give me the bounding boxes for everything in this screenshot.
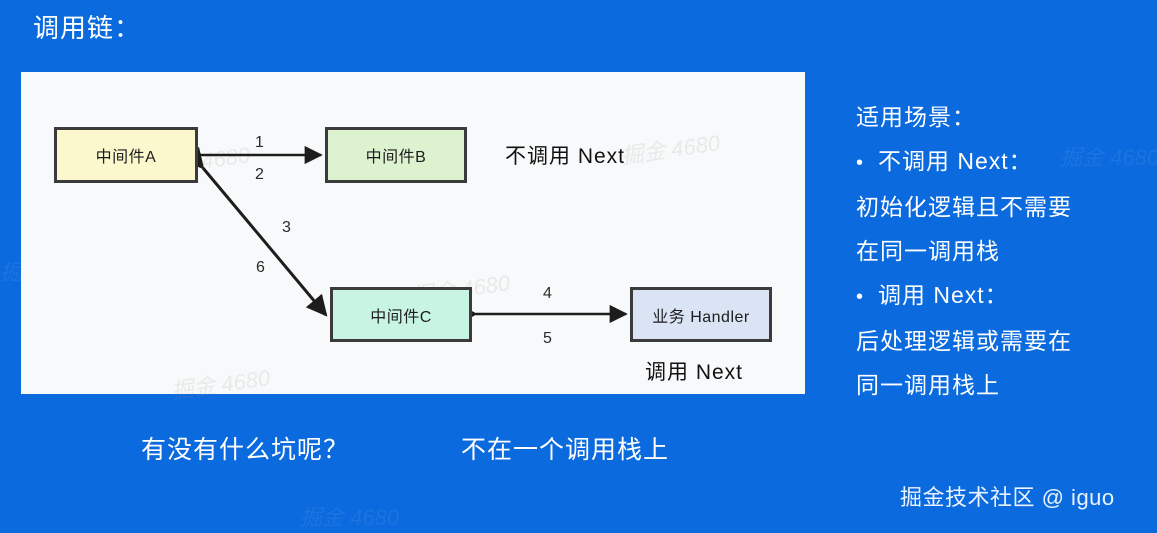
node-middleware-b[interactable]: 中间件B <box>325 127 467 183</box>
node-middleware-c-label: 中间件C <box>370 308 432 326</box>
diagram-arrow-layer <box>182 145 628 324</box>
bullet-icon: • <box>856 152 865 174</box>
notes-no-next-line-1: 初始化逻辑且不需要 <box>856 194 1072 220</box>
notes-bullet-next-title: 调用 Next： <box>878 282 1009 308</box>
caption-next: 调用 Next <box>645 361 744 384</box>
notes-next-line-1: 后处理逻辑或需要在 <box>856 328 1072 354</box>
edge-label-2: 2 <box>255 166 264 183</box>
notes-bullet-no-next: • 不调用 Next： <box>856 139 1151 185</box>
edge-label-6: 6 <box>256 259 265 276</box>
edge-label-1: 1 <box>255 134 264 151</box>
bottom-answer-text: 不在一个调用栈上 <box>461 436 670 464</box>
bottom-question-text: 有没有什么坑呢？ <box>141 436 350 464</box>
node-business-handler[interactable]: 业务 Handler <box>630 287 772 342</box>
call-chain-diagram-panel: 掘金 4680 掘金 4680 掘金 4680 掘金 4680 中间件A <box>21 72 805 404</box>
edge-label-4: 4 <box>543 285 552 302</box>
usage-scenarios-panel: 适用场景： • 不调用 Next： 初始化逻辑且不需要 在同一调用栈 • 调用 … <box>856 95 1151 407</box>
edge-label-3: 3 <box>282 219 291 236</box>
notes-no-next-line-2: 在同一调用栈 <box>856 238 1000 264</box>
background-watermark-ghost: 掘金 4680 <box>300 505 400 530</box>
notes-heading: 适用场景： <box>856 104 976 130</box>
author-watermark: 掘金技术社区 @ iguo <box>900 485 1115 510</box>
notes-next-line-2: 同一调用栈上 <box>856 372 1000 398</box>
notes-bullet-next: • 调用 Next： <box>856 273 1151 319</box>
notes-bullet-no-next-title: 不调用 Next： <box>878 148 1033 174</box>
bullet-icon: • <box>856 286 865 308</box>
node-middleware-a-label: 中间件A <box>95 149 157 166</box>
page-title: 调用链： <box>33 13 142 43</box>
caption-no-next: 不调用 Next <box>505 145 626 168</box>
node-business-handler-label: 业务 Handler <box>652 308 750 326</box>
node-middleware-b-label: 中间件B <box>365 149 427 166</box>
node-middleware-c[interactable]: 中间件C <box>330 287 472 342</box>
node-middleware-a[interactable]: 中间件A <box>54 127 198 183</box>
edge-label-5: 5 <box>543 330 552 347</box>
